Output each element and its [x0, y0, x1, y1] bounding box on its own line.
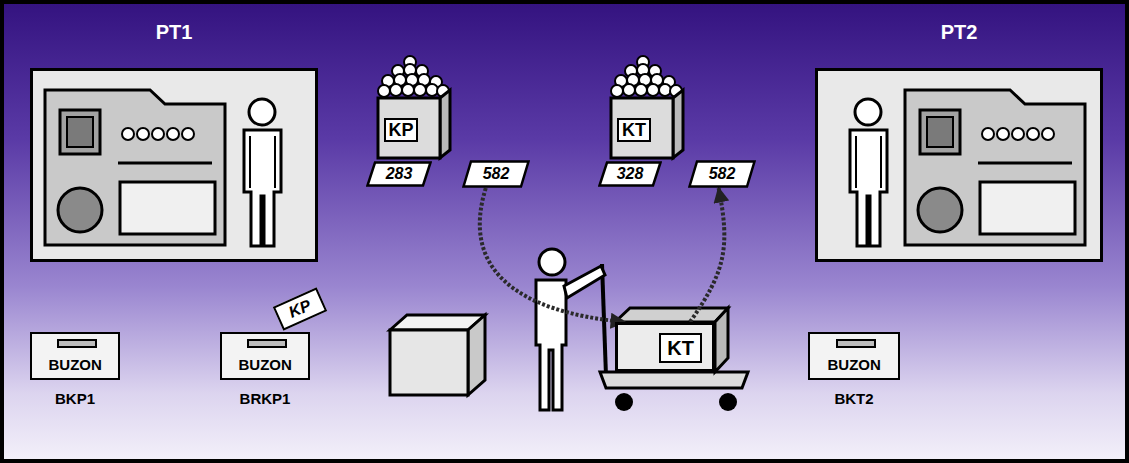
machine-drawing [60, 110, 100, 154]
mailbox-body: BUZON [808, 332, 900, 380]
kanban-card: KP [273, 287, 327, 330]
mail-slot [247, 339, 287, 348]
carrier-figure [564, 266, 605, 298]
mailbox: BUZONBKT2 [808, 332, 900, 414]
operator-figure [249, 136, 251, 188]
card-number: 582 [483, 165, 510, 183]
mailbox-body: BUZON [30, 332, 120, 380]
machine-drawing [167, 128, 179, 140]
cart [600, 264, 748, 411]
machine-drawing [67, 117, 93, 147]
carrier-figure [536, 280, 566, 410]
card-flow-arrow [690, 188, 724, 322]
mailbox-name: BKT2 [768, 390, 940, 407]
operator-figure [850, 99, 887, 246]
container-code: KT [659, 333, 702, 363]
operator-figure [274, 136, 276, 188]
mailbox: BUZONBKP1 [30, 332, 120, 414]
mailbox-name: BKP1 [0, 390, 160, 407]
parts-bin [378, 56, 450, 158]
parts-bin [378, 85, 390, 97]
card-flow-arrow [480, 188, 625, 322]
station-name: PT2 [778, 21, 1129, 44]
card-number: 328 [617, 165, 644, 183]
card-outline [368, 163, 431, 186]
operator-figure [249, 99, 275, 125]
container-code: KT [622, 120, 646, 140]
mail-slot [57, 339, 97, 348]
workstation-panel: PT2 [815, 68, 1103, 262]
kanban-card: 283 [366, 161, 432, 187]
card-outline [690, 162, 755, 187]
workstation-panel: PT1 [30, 68, 318, 262]
card-outline [600, 163, 661, 186]
station-name: PT1 [0, 21, 355, 44]
machine-drawing [58, 188, 102, 232]
card-outline [464, 162, 529, 187]
machine-drawing [905, 90, 1085, 245]
empty-box [390, 315, 485, 395]
parts-bin [611, 56, 683, 158]
machine-drawing [152, 128, 164, 140]
container-label: KT [617, 118, 651, 142]
panel-fill [815, 68, 1103, 262]
operator-figure [244, 99, 281, 246]
machine-drawing [118, 162, 212, 165]
cart [715, 308, 728, 372]
kanban-card: 328 [598, 161, 662, 187]
parts-bin [402, 84, 414, 96]
carrier-figure [539, 249, 565, 275]
panel-fill [30, 68, 318, 262]
mailbox-label: BUZON [49, 356, 102, 373]
mailbox-body: BUZON [220, 332, 310, 380]
cart-container: KT [615, 322, 715, 372]
kanban-card: 582 [462, 160, 530, 188]
mailbox-name: BRKP1 [180, 390, 350, 407]
card-number: 283 [386, 165, 413, 183]
parts-bin [414, 84, 426, 96]
mailbox-label: BUZON [239, 356, 292, 373]
card-number: 582 [709, 165, 736, 183]
machine-drawing [122, 128, 134, 140]
mail-slot [836, 339, 876, 348]
cart [600, 372, 748, 388]
empty-box [468, 315, 485, 395]
parts-bin [390, 84, 402, 96]
parts-bin [378, 98, 440, 158]
kanban-card: 582 [688, 160, 756, 188]
container-label: KP [384, 118, 418, 142]
card-code: KP [286, 296, 314, 321]
cart [615, 393, 633, 411]
container-code: KP [388, 120, 413, 140]
empty-box [390, 330, 468, 395]
machine-drawing [137, 128, 149, 140]
cart [719, 393, 737, 411]
operator-figure [244, 130, 281, 246]
machine-drawing [182, 128, 194, 140]
machine-drawing [45, 90, 225, 245]
carrier-figure [536, 249, 605, 410]
machine-drawing [45, 90, 225, 245]
mailbox-label: BUZON [828, 356, 881, 373]
cart [615, 308, 728, 322]
machine-drawing [120, 182, 215, 234]
mailbox: BUZONBRKP1 [220, 332, 310, 414]
